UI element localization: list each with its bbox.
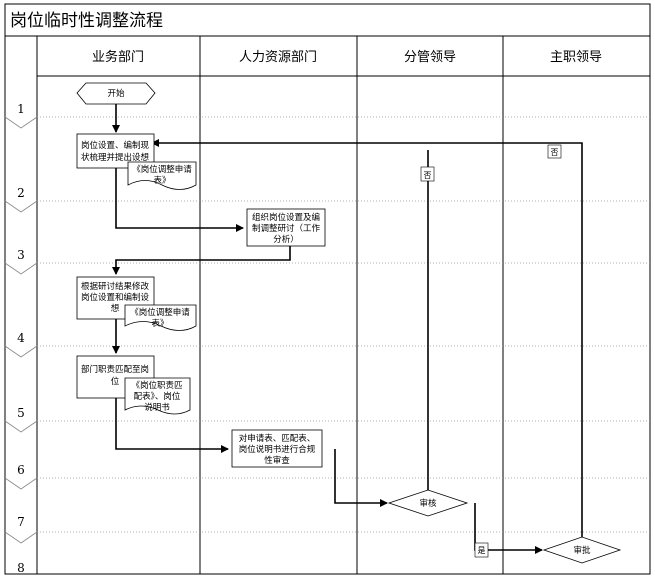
row-number-3: 3 [17,248,25,262]
step5-line-3: 性审查 [264,455,290,466]
step5-line-1: 对申请表、匹配表、 [239,433,316,444]
row-chevron-4 [4,345,38,358]
edge-label-review-yes-box [474,542,489,558]
row-separators [37,116,650,533]
step4-line-2: 位 [111,376,120,387]
row-number-6: 6 [17,463,25,477]
edge-label-approve-no-box [547,144,562,159]
lane-header-deputy-leader: 分管领导 [404,50,456,65]
step2-line-2: 制调整研讨（工作 [252,223,321,234]
row-chevron-5 [4,420,38,433]
row-chevron-3 [4,262,38,275]
row-number-2: 2 [17,186,25,200]
lane-header-hr: 人力资源部门 [239,50,317,65]
step1-line-2: 状梳理并提出设想 [81,152,150,163]
step3-line-3: 想 [111,303,120,314]
row-chevron-6 [4,477,38,490]
doc1-line-1: 《岗位调整申请 [132,164,192,175]
step3-line-1: 根据研讨结果修改 [81,281,150,292]
row-number-7: 7 [17,515,25,529]
review-decision [387,489,469,517]
step2-line-3: 分析） [273,234,299,245]
doc4-line-2: 配表》、岗位 [134,391,181,402]
step3-line-2: 岗位设置和编制设 [81,292,150,303]
start-node [76,82,156,105]
edge-step2-to-step3 [112,246,291,275]
doc4-shape [124,377,191,415]
approve-decision [542,536,622,564]
doc3-line-2: 表》 [151,318,168,329]
edge-step4-to-step5 [115,398,229,453]
row-chevron-2 [4,200,38,213]
edge-label-review-no: 否 [424,171,432,180]
step5-line-2: 岗位说明书进行合规 [239,444,316,455]
chart-frame [4,3,651,575]
doc4-line-1: 《岗位职责匹 [131,380,182,391]
lane-header-chief-leader: 主职领导 [550,50,602,65]
connectors [112,104,583,554]
row-number-4: 4 [17,331,25,345]
step2-box [246,208,326,247]
diagram-title: 岗位临时性调整流程 [10,11,163,31]
doc1-shape [127,161,197,190]
row-chevron-7 [4,531,38,544]
approve-decision-label: 审批 [573,545,591,556]
row-chevrons [4,116,38,544]
edge-approve-reject [151,139,583,540]
doc4-line-3: 说明书 [144,402,170,413]
edge-label-approve-no: 否 [551,148,559,157]
row-number-1: 1 [17,102,25,116]
review-decision-label: 审核 [419,498,437,509]
step5-box [231,429,323,468]
doc3-line-1: 《岗位调整申请 [130,307,190,318]
row-number-8: 8 [17,561,25,575]
doc3-shape [124,304,197,331]
lane-header-business: 业务部门 [92,49,144,65]
edge-step1-to-step2 [115,168,244,232]
step2-line-1: 组织岗位设置及编 [252,212,320,223]
doc1-line-2: 表》 [153,175,170,186]
step1-line-1: 岗位设置、编制现 [81,140,150,151]
start-node-label: 开始 [107,88,125,99]
edge-label-review-no-box [420,166,435,182]
row-chevron-1 [4,116,38,129]
step4-line-1: 部门职责匹配至岗 [81,364,149,375]
step3-box [76,276,155,320]
edge-step5-to-review [334,449,388,507]
row-number-5: 5 [17,406,25,420]
edge-label-review-yes: 是 [478,546,486,555]
